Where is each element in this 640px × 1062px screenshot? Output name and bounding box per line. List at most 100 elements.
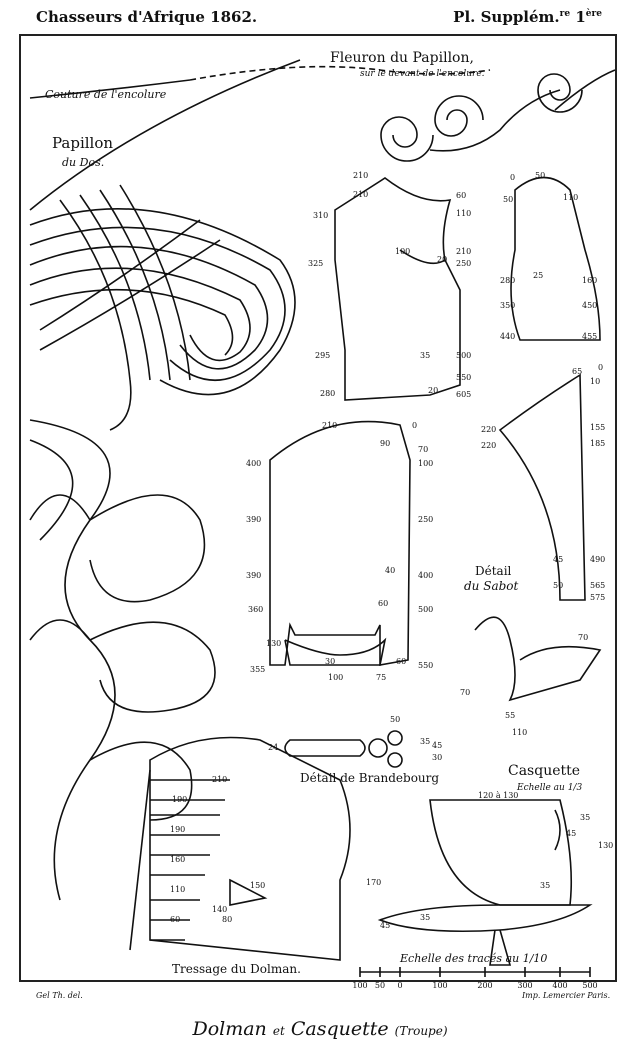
casquette-drawing [377, 799, 593, 966]
brandebourg-dim: 30 [432, 753, 442, 762]
tressage-value: 80 [222, 915, 232, 924]
pattern-b-value: 280 [500, 276, 515, 285]
pattern-c-value: 355 [250, 665, 265, 674]
pattern-d-value: 220 [481, 441, 496, 450]
pattern-c-value: 400 [418, 571, 433, 580]
neck-seam-line [29, 79, 191, 99]
pattern-c-value: 390 [246, 515, 261, 524]
tressage-label: Tressage du Dolman. [172, 962, 301, 976]
pattern-a-value: 500 [456, 351, 471, 360]
pattern-a-value: 210 [353, 171, 368, 180]
papillon-lattice [29, 59, 301, 431]
plate-frame [19, 34, 617, 982]
pattern-c-value: 60 [378, 599, 388, 608]
sabot-dim: 70 [460, 688, 470, 697]
pattern-a-value: 325 [308, 259, 323, 268]
brandebourg-dim: 50 [390, 715, 400, 724]
pattern-b-value: 0 [510, 173, 515, 182]
scale-tick-label: 300 [517, 981, 532, 990]
tressage-value: 190 [170, 825, 185, 834]
pattern-d-value: 0 [598, 363, 603, 372]
footer-casquette: Casquette [290, 1018, 389, 1040]
pattern-a-value: 60 [456, 191, 466, 200]
pattern-a-value: 35 [420, 351, 430, 360]
plate-footer: Dolman et Casquette (Troupe) [0, 1018, 640, 1040]
pattern-d-value: 575 [590, 593, 605, 602]
pattern-b-value: 350 [500, 301, 515, 310]
pattern-a-value: 210 [353, 190, 368, 199]
fleuron-subtitle: sur le devant de l'encolure. [360, 69, 485, 79]
dolman-tressage-drawing [129, 736, 351, 961]
pattern-c-value: 550 [418, 661, 433, 670]
scale-tick-label: 500 [582, 981, 597, 990]
pattern-a-value: 280 [320, 389, 335, 398]
scale-ticks-marks [359, 967, 591, 977]
papillon-loops [29, 419, 216, 901]
pattern-b-value: 110 [563, 193, 578, 202]
pattern-b-value: 50 [503, 195, 513, 204]
pattern-a-value: 100 [395, 247, 410, 256]
neck-seam-dashed [189, 65, 491, 81]
tressage-value: 60 [170, 915, 180, 924]
pattern-c-value: 75 [376, 673, 386, 682]
sabot-dim: 110 [512, 728, 527, 737]
footer-dolman: Dolman [192, 1018, 267, 1040]
pattern-d-value: 490 [590, 555, 605, 564]
pattern-c-value: 70 [418, 445, 428, 454]
pattern-c-outline [269, 420, 411, 666]
fleuron-ornament [380, 69, 616, 162]
sabot-detail-drawing [474, 616, 602, 702]
pattern-c-value: 130 [266, 639, 281, 648]
plate-number: 1 [570, 8, 586, 26]
casquette-dim: 45 [566, 829, 576, 838]
casquette-title: Casquette [508, 763, 580, 779]
pattern-b-value: 50 [535, 171, 545, 180]
scale-tick-label: 0 [397, 981, 402, 990]
tressage-value: 110 [170, 885, 185, 894]
pattern-c-value: 390 [246, 571, 261, 580]
pattern-c-value: 400 [246, 459, 261, 468]
sabot-title: Détail [475, 564, 512, 578]
brandebourg-dim: 45 [432, 741, 442, 750]
plate-label: Pl. Supplém. [453, 8, 560, 26]
pattern-c-value: 40 [385, 566, 395, 575]
pattern-a-outline [334, 177, 461, 401]
tressage-value: 190 [172, 795, 187, 804]
plate-header-right: Pl. Supplém.re 1ère [453, 8, 602, 26]
pattern-d-value: 50 [553, 581, 563, 590]
plate-header-left: Chasseurs d'Afrique 1862. [36, 8, 258, 26]
pattern-a-value: 550 [456, 373, 471, 382]
pattern-b-value: 25 [533, 271, 543, 280]
pattern-b-value: 455 [582, 332, 597, 341]
scale-tick-label: 50 [375, 981, 385, 990]
pattern-d-value: 45 [553, 555, 563, 564]
pattern-a-value: 605 [456, 390, 471, 399]
casquette-dim: 120 à 130 [478, 791, 518, 800]
pattern-d-value: 565 [590, 581, 605, 590]
scale-tick-label: 100 [352, 981, 367, 990]
pattern-a-armhole [399, 249, 446, 265]
brandebourg-dim: 35 [420, 737, 430, 746]
pattern-c-value: 0 [412, 421, 417, 430]
pattern-d-value: 220 [481, 425, 496, 434]
tressage-value: 210 [212, 775, 227, 784]
pattern-c-value: 360 [248, 605, 263, 614]
casquette-scale: Echelle au 1/3 [516, 783, 582, 793]
pattern-a-value: 20 [437, 255, 447, 264]
fleuron-title: Fleuron du Papillon, [330, 50, 474, 66]
footer-et: et [272, 1024, 285, 1038]
brandebourg-drawing [284, 730, 403, 768]
tressage-value: 140 [212, 905, 227, 914]
pattern-d-value: 65 [572, 367, 582, 376]
casquette-dim: 170 [366, 878, 381, 887]
brandebourg-label: Détail de Brandebourg [300, 771, 439, 785]
sabot-subtitle: du Sabot [464, 579, 519, 593]
pattern-a-value: 250 [456, 259, 471, 268]
tressage-value: 160 [170, 855, 185, 864]
sabot-dim: 55 [505, 711, 515, 720]
brandebourg-dim: 24 [268, 743, 278, 752]
pattern-d-value: 185 [590, 439, 605, 448]
pattern-c-value: 30 [325, 657, 335, 666]
pattern-c-value: 90 [380, 439, 390, 448]
